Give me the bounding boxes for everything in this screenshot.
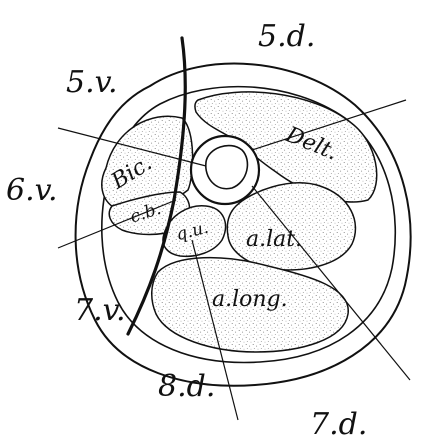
label-5d: 5.d. <box>258 19 315 54</box>
label-7d: 7.d. <box>310 407 367 442</box>
label-6v: 6.v. <box>6 173 58 208</box>
label-7v: 7.v. <box>74 293 126 328</box>
humerus-marrow <box>206 146 248 189</box>
label-5v: 5.v. <box>66 65 118 100</box>
label-8d: 8.d. <box>158 369 215 404</box>
label-a-lat: a.lat. <box>246 227 302 252</box>
label-a-long: a.long. <box>212 287 288 312</box>
